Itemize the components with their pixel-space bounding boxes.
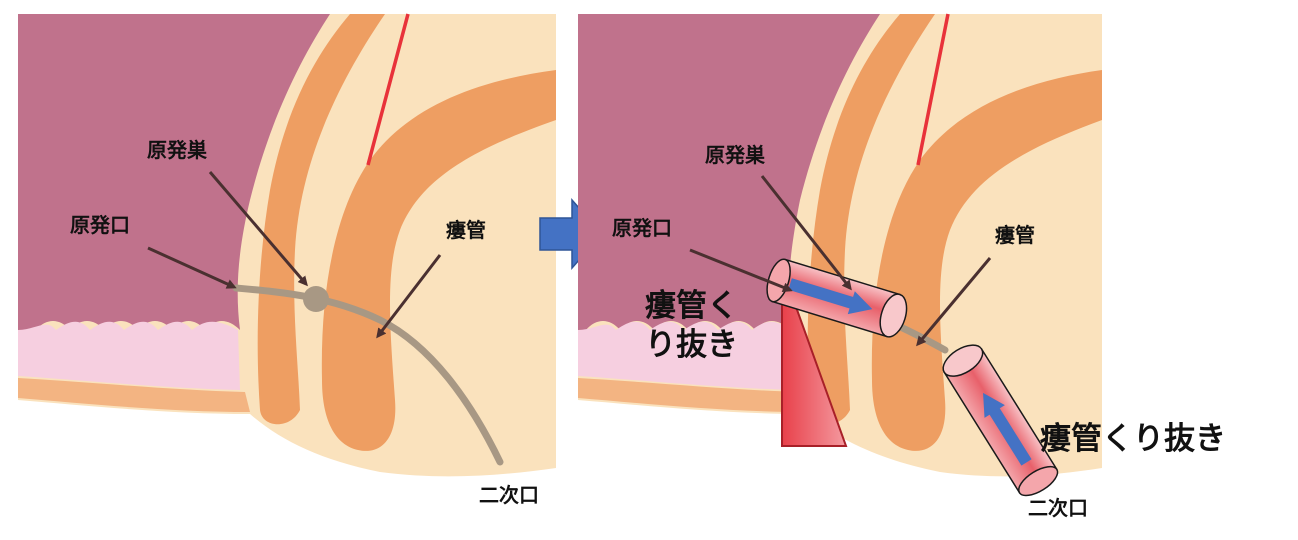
left-anatomy-panel: [18, 13, 556, 520]
right-rectum: [578, 14, 880, 330]
left-pointer-primary-gland: [208, 171, 308, 287]
left-rectum: [18, 14, 330, 330]
left-fistula-label: 瘻管: [446, 218, 486, 242]
right-pointer-fistula: [916, 257, 992, 347]
right-anatomy-panel: [578, 13, 1102, 520]
coring-label-right: 瘻管くり抜き: [1040, 421, 1226, 457]
right-mucosa: [578, 321, 795, 390]
left-secondary-opening-label: 二次口: [479, 483, 539, 507]
right-external-sphincter: [871, 70, 1102, 451]
left-fistula-tract: [232, 284, 504, 466]
right-secondary-opening-label: 二次口: [1028, 496, 1088, 520]
left-intersphincteric-line: [366, 13, 410, 166]
left-lower-white: [18, 400, 556, 520]
left-primary-gland: [303, 286, 329, 312]
coring-label-line1: 瘻管く: [645, 288, 738, 324]
right-upper-coring-cylinder: [766, 258, 908, 338]
right-pointer-primary-gland: [760, 175, 852, 291]
coring-label-left: 瘻管く り抜き: [645, 287, 738, 365]
left-pointer-fistula: [376, 254, 442, 339]
left-internal-sphincter: [257, 14, 385, 425]
right-excision-wedge: [781, 267, 848, 447]
left-primary-gland-label: 原発巣: [147, 138, 207, 162]
coring-label-line2: り抜き: [645, 326, 738, 363]
right-intersphincteric-line: [916, 13, 950, 166]
right-primary-gland-label: 原発巣: [705, 143, 765, 167]
left-mucosa: [18, 321, 240, 390]
right-lower-coring-cylinder: [942, 344, 1059, 497]
right-lower-white: [578, 400, 1102, 520]
right-primary-opening-label: 原発口: [612, 216, 672, 240]
left-external-sphincter: [321, 70, 556, 451]
right-fistula-label: 瘻管: [995, 223, 1035, 247]
left-primary-opening-label: 原発口: [70, 213, 130, 237]
left-skin-band: [18, 378, 250, 412]
left-pointer-primary-opening: [147, 246, 237, 289]
right-pointer-primary-opening: [689, 248, 793, 293]
right-skin-band: [578, 378, 805, 412]
